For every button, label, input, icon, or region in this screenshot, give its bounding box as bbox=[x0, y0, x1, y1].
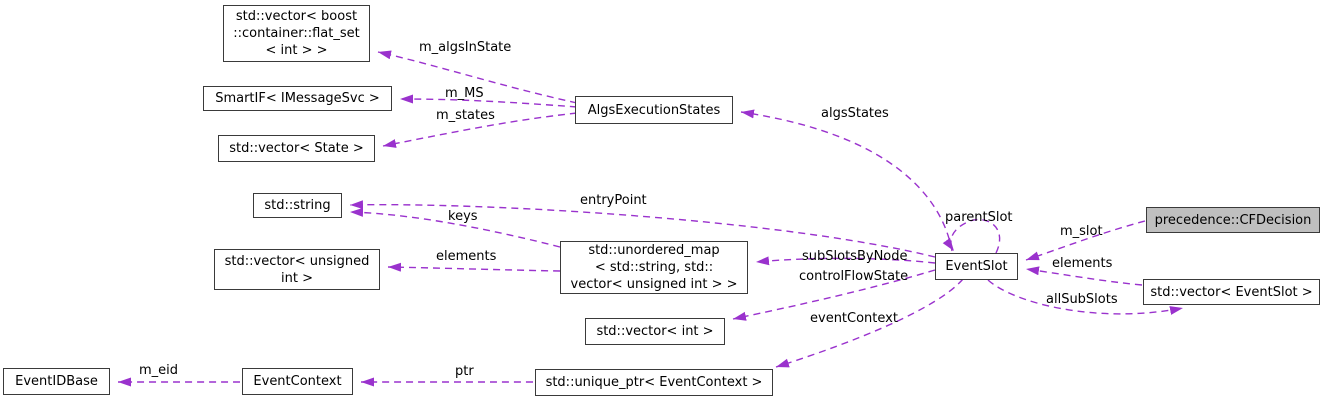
class-node-algsexecutionstates[interactable]: AlgsExecutionStates bbox=[575, 96, 733, 124]
edge-m-algsinstate bbox=[377, 50, 578, 104]
class-node-smartif-imessagesvc[interactable]: SmartIF< IMessageSvc > bbox=[203, 86, 392, 111]
class-node-vector-unsigned-int[interactable]: std::vector< unsigned int > bbox=[214, 249, 380, 290]
edge-m-states bbox=[382, 112, 578, 148]
edge-eventcontext bbox=[775, 278, 964, 368]
edge-label-m-ms: m_MS bbox=[445, 86, 484, 101]
edge-label-m-algsinstate: m_algsInState bbox=[419, 40, 512, 55]
edge-label-controlflowstate: controlFlowState bbox=[799, 269, 909, 284]
edge-m-ms bbox=[399, 94, 578, 108]
edge-label-eventcontext: eventContext bbox=[810, 311, 898, 326]
class-node-vector-int[interactable]: std::vector< int > bbox=[585, 318, 725, 345]
class-node-std-string[interactable]: std::string bbox=[253, 193, 342, 218]
class-node-vector-flat-set[interactable]: std::vector< boost ::container::flat_set… bbox=[223, 5, 370, 62]
class-node-eventidbase[interactable]: EventIDBase bbox=[3, 368, 110, 395]
edge-label-subslotsbynode: subSlotsByNode bbox=[802, 249, 908, 264]
edge-label-elements-right: elements bbox=[1052, 256, 1113, 271]
class-node-unique-ptr-eventcontext[interactable]: std::unique_ptr< EventContext > bbox=[535, 369, 773, 396]
edge-controlflowstate bbox=[732, 269, 936, 321]
edge-allsubslots bbox=[987, 279, 1184, 315]
edge-label-ptr: ptr bbox=[455, 364, 474, 379]
edge-elements-right bbox=[1025, 266, 1143, 286]
edge-algsstates bbox=[740, 109, 953, 252]
class-node-vector-eventslot[interactable]: std::vector< EventSlot > bbox=[1143, 279, 1320, 305]
edge-parentslot-loop bbox=[942, 218, 1001, 254]
edge-label-m-slot: m_slot bbox=[1060, 224, 1103, 239]
edge-label-allsubslots: allSubSlots bbox=[1046, 292, 1118, 307]
edge-label-m-states: m_states bbox=[436, 108, 495, 123]
edge-label-parentslot: parentSlot bbox=[945, 210, 1013, 225]
class-node-unordered-map[interactable]: std::unordered_map < std::string, std:: … bbox=[560, 241, 748, 294]
edge-subslotsbynode bbox=[755, 256, 936, 266]
class-node-precedence-cfdecision-current: precedence::CFDecision bbox=[1146, 207, 1320, 233]
edge-label-elements-left: elements bbox=[436, 249, 497, 264]
edge-m-slot bbox=[1025, 220, 1146, 261]
edge-entrypoint bbox=[349, 200, 936, 258]
class-node-eventslot[interactable]: EventSlot bbox=[935, 253, 1018, 280]
class-node-eventcontext[interactable]: EventContext bbox=[242, 368, 353, 395]
edge-keys bbox=[349, 207, 561, 248]
edge-label-entrypoint: entryPoint bbox=[580, 193, 647, 208]
edge-elements-left bbox=[387, 262, 561, 272]
class-node-vector-state[interactable]: std::vector< State > bbox=[218, 135, 375, 162]
edge-label-m-eid: m_eid bbox=[139, 363, 179, 378]
edge-label-keys: keys bbox=[448, 209, 478, 224]
edge-label-algsstates: algsStates bbox=[821, 106, 889, 121]
